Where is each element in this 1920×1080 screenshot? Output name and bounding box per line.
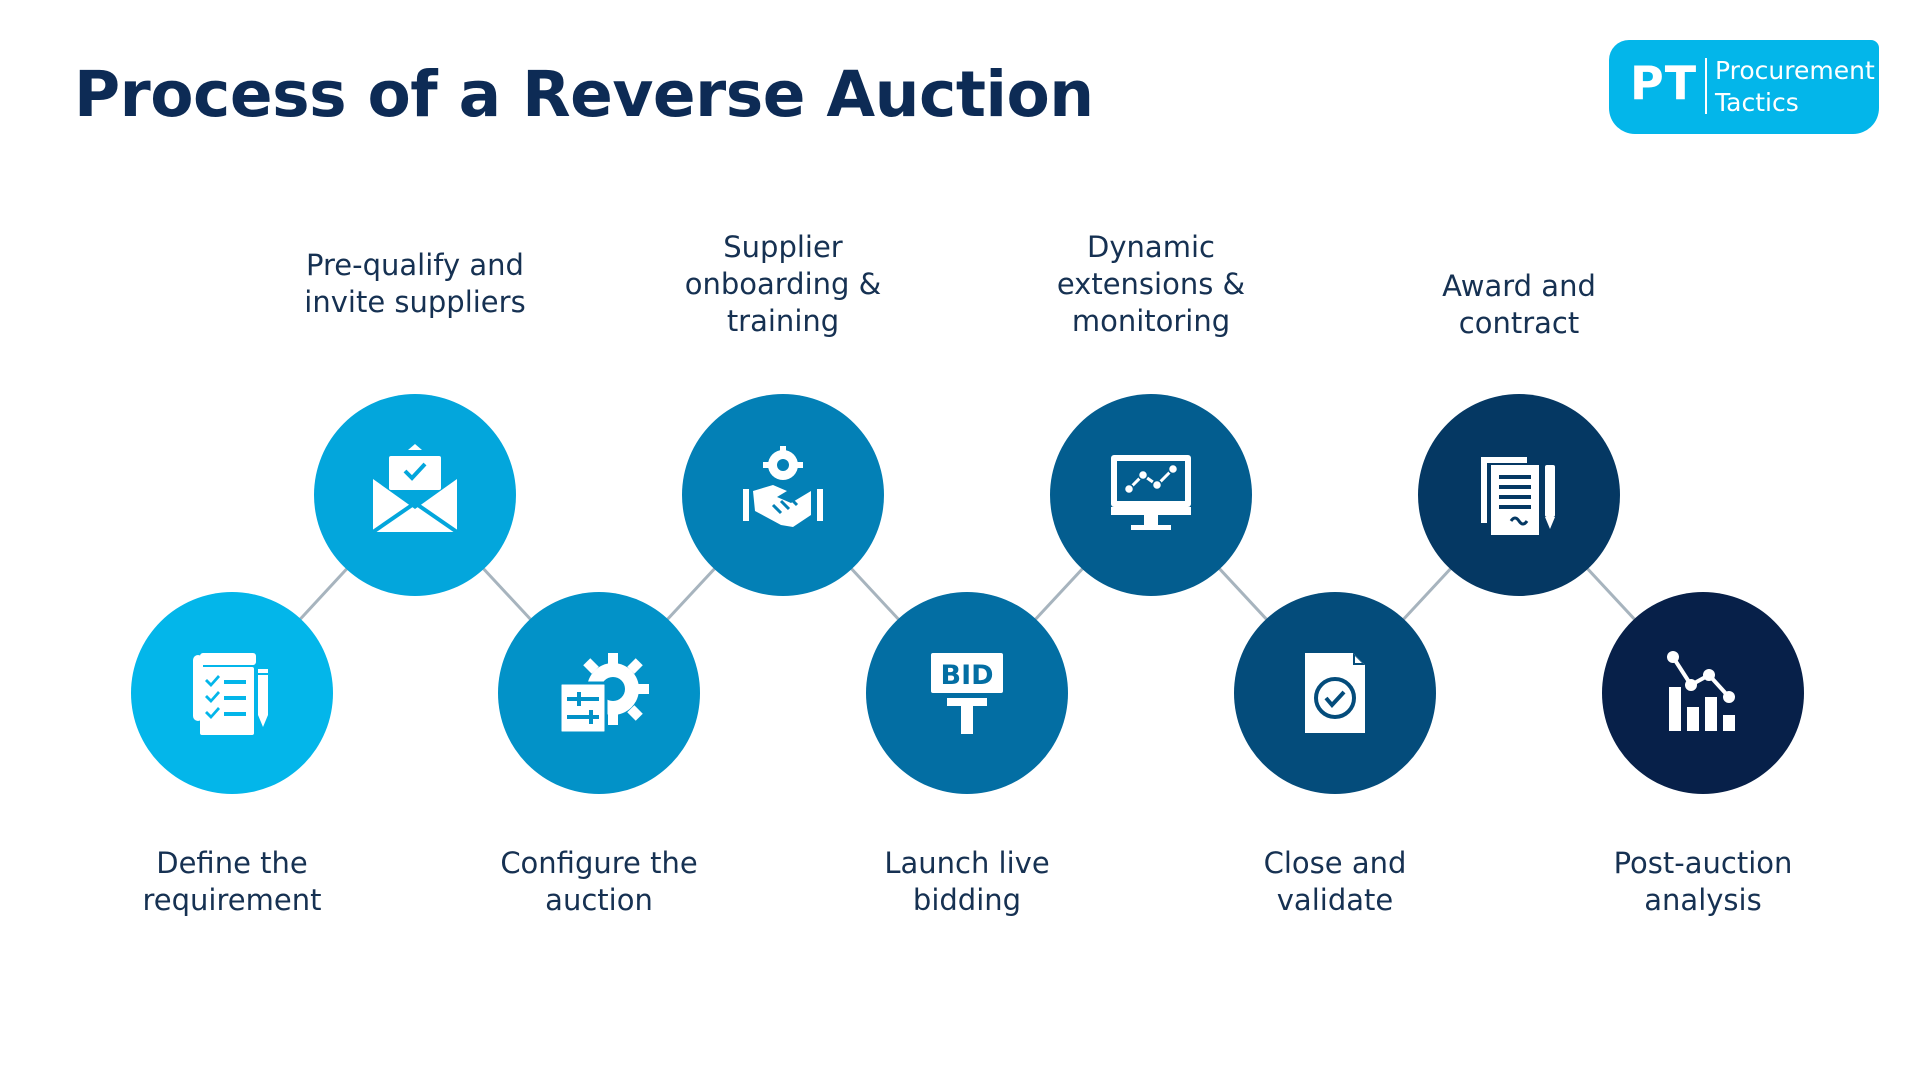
requirements-checklist-icon	[193, 653, 268, 735]
step-5-node: BID	[866, 592, 1068, 794]
logo-divider	[1705, 58, 1707, 114]
step-8-label: Award and contract	[1442, 269, 1596, 340]
step-9-label: Post-auction analysis	[1613, 846, 1793, 917]
settings-gear-icon	[558, 653, 649, 735]
analysis-chart-icon	[1667, 651, 1735, 731]
step-1-node	[131, 592, 333, 794]
step-7-label: Close and validate	[1263, 846, 1407, 917]
envelope-invite-icon	[371, 444, 459, 534]
step-6-label: Dynamic extensions & monitoring	[1056, 230, 1246, 338]
page-title: Process of a Reverse Auction	[74, 58, 1094, 131]
step-2-label: Pre-qualify and invite suppliers	[304, 248, 526, 319]
monitor-chart-icon	[1111, 455, 1191, 530]
document-check-icon	[1305, 653, 1365, 733]
step-3-node	[498, 592, 700, 794]
svg-text:BID: BID	[940, 660, 993, 691]
handshake-gear-icon	[743, 446, 823, 527]
logo-text-line1: Procurement	[1715, 56, 1875, 85]
step-4-label: Supplier onboarding & training	[684, 230, 882, 338]
bid-sign-icon: BID	[931, 653, 1003, 734]
step-9-node	[1602, 592, 1804, 794]
step-3-label: Configure the auction	[500, 846, 698, 917]
step-1-label: Define the requirement	[142, 846, 322, 917]
contract-pen-icon	[1481, 457, 1555, 535]
logo-mark: PT	[1630, 56, 1698, 110]
step-5-label: Launch live bidding	[884, 846, 1050, 917]
step-2-node	[314, 394, 516, 596]
logo-text-line2: Tactics	[1715, 88, 1799, 117]
step-7-node	[1234, 592, 1436, 794]
step-6-node	[1050, 394, 1252, 596]
step-4-node	[682, 394, 884, 596]
procurement-tactics-logo: PT Procurement Tactics	[1609, 40, 1879, 134]
step-8-node	[1418, 394, 1620, 596]
